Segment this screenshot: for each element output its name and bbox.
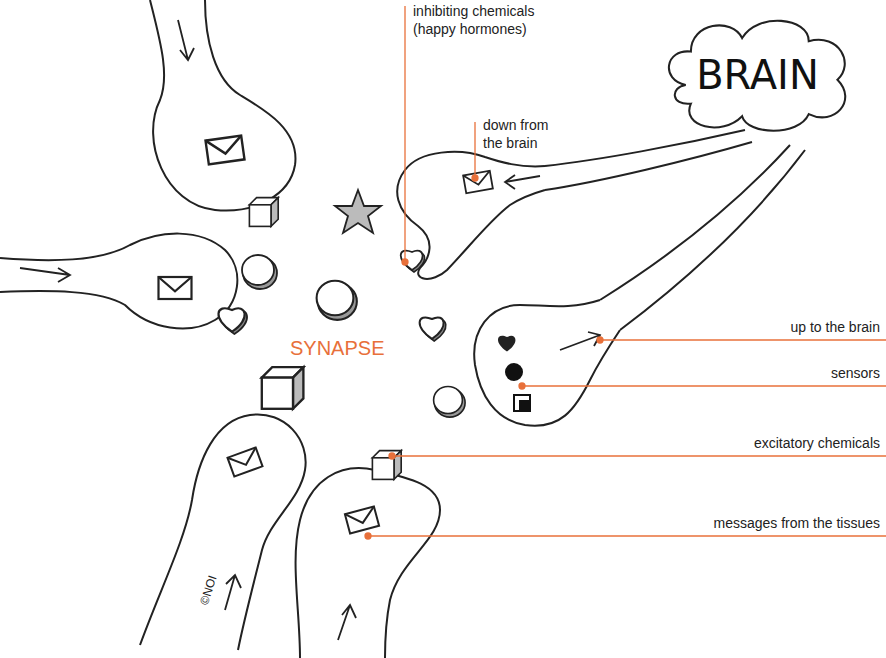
nerve-fibre <box>545 130 745 166</box>
leader-line <box>474 122 475 178</box>
callout-label: down from the brain <box>483 116 563 152</box>
leader-dot <box>597 337 603 343</box>
direction-arrow <box>560 332 600 350</box>
message-envelope <box>345 506 379 533</box>
leader-dot <box>365 533 371 539</box>
chemical-disc <box>242 255 277 289</box>
direction-arrow <box>178 20 194 60</box>
leader-line <box>404 6 405 262</box>
inhibiting-chemical <box>420 317 446 341</box>
leader-line <box>368 535 886 536</box>
cube-sensor <box>519 400 529 410</box>
nerve-ending <box>140 414 306 650</box>
nerve-fibre <box>600 145 790 300</box>
inhibiting-star <box>335 190 381 233</box>
callout-label: inhibiting chemicals (happy hormones) <box>413 2 573 38</box>
nerve-fibre <box>545 142 752 190</box>
callout-label: messages from the tissues <box>713 514 880 532</box>
leader-line <box>600 339 886 340</box>
leader-line <box>392 455 886 456</box>
nerve-ending <box>0 234 237 329</box>
leader-dot <box>472 175 478 181</box>
nerve-fibre <box>620 150 805 330</box>
leader-dot <box>519 383 525 389</box>
synapse-title: SYNAPSE <box>290 336 384 360</box>
nerve-ending <box>397 152 545 279</box>
leader-line <box>522 385 886 386</box>
leader-lines <box>365 6 886 539</box>
nerve-ending <box>150 0 295 211</box>
message-envelope <box>463 171 493 193</box>
disc-sensor <box>505 363 523 381</box>
leader-dot <box>389 453 395 459</box>
message-envelope <box>206 136 245 165</box>
inhibiting-chemical <box>401 251 425 272</box>
excitatory-chemical <box>249 198 278 227</box>
brain-label: BRAIN <box>655 12 860 98</box>
chemical-disc <box>434 387 466 418</box>
inhibiting-chemical <box>218 308 247 334</box>
callout-label: excitatory chemicals <box>754 434 880 452</box>
leader-dot <box>402 259 408 265</box>
message-envelope <box>227 447 262 476</box>
excitatory-chemical <box>262 367 304 409</box>
brain-cloud: BRAIN <box>655 12 860 137</box>
direction-arrow <box>225 575 241 610</box>
message-envelope <box>159 277 192 299</box>
callout-label: sensors <box>831 364 880 382</box>
heart-sensor <box>498 336 515 352</box>
direction-arrow <box>338 605 356 640</box>
callout-label: up to the brain <box>790 318 880 336</box>
direction-arrow <box>20 268 70 282</box>
direction-arrow <box>505 175 540 189</box>
nerve-ending <box>474 300 620 426</box>
cube-sensor <box>514 395 530 411</box>
excitatory-chemical <box>372 451 401 480</box>
chemical-disc <box>317 281 357 320</box>
nerve-ending <box>296 468 440 658</box>
